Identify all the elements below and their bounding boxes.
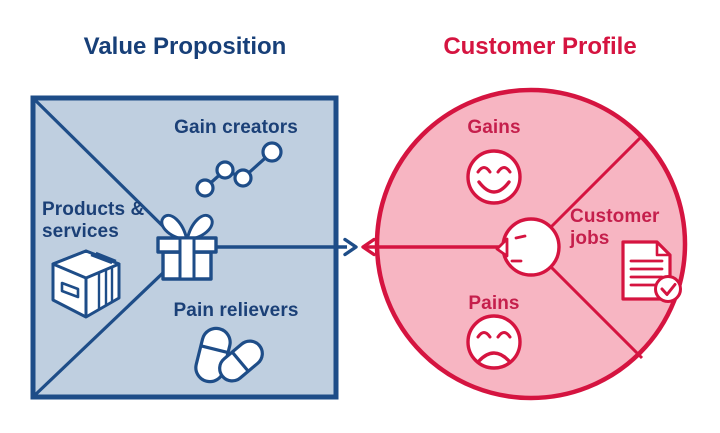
line-chart-icon — [195, 141, 283, 198]
smiley-face-icon — [466, 149, 522, 205]
value-arrow — [210, 237, 358, 257]
package-box-icon — [51, 249, 121, 319]
gain-creators-label: Gain creators — [174, 117, 298, 138]
head-profile-icon — [495, 217, 561, 277]
value-proposition-title: Value Proposition — [83, 33, 287, 60]
gains-label: Gains — [467, 117, 521, 138]
pain-relievers-label: Pain relievers — [173, 300, 299, 321]
pains-label: Pains — [468, 293, 520, 314]
products-services-label: Products & services — [42, 199, 145, 242]
customer-jobs-label: Customer jobs — [570, 206, 660, 249]
document-check-icon — [621, 240, 682, 303]
pills-icon — [194, 326, 264, 384]
gift-icon — [156, 214, 218, 281]
customer-profile-title: Customer Profile — [443, 33, 637, 60]
sad-face-icon — [466, 314, 522, 370]
